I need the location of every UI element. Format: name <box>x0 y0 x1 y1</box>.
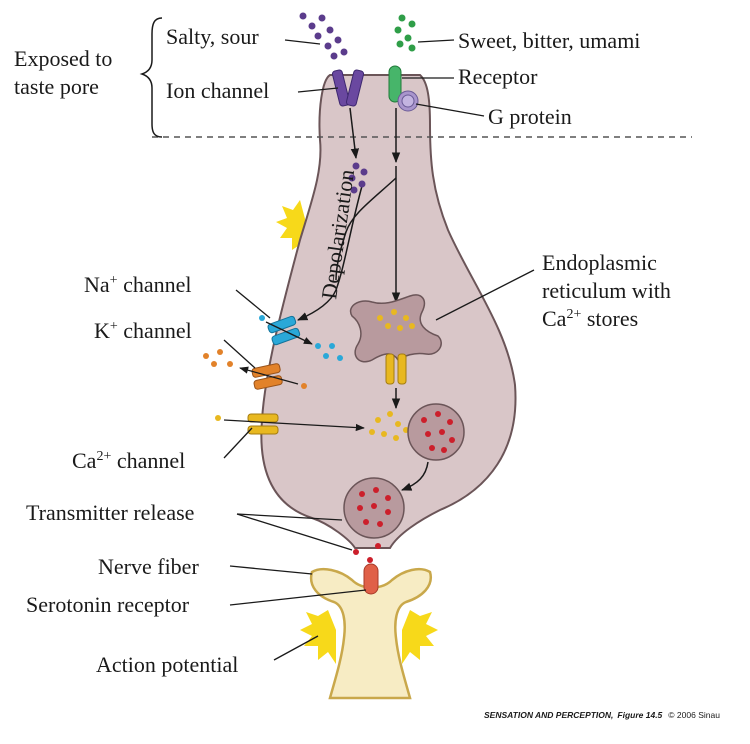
receptor-label: Receptor <box>458 64 538 89</box>
ca-channel-label: Ca2+ channel <box>72 448 185 473</box>
salty-sour-particles <box>299 12 348 60</box>
leader-lines <box>223 39 535 661</box>
nerve-fiber-label: Nerve fiber <box>98 554 199 579</box>
transmitter-release-label: Transmitter release <box>26 500 194 525</box>
g-protein-label: G protein <box>488 104 572 129</box>
ca-particle-outside <box>215 415 221 421</box>
salty-sour-label: Salty, sour <box>166 24 259 49</box>
receptor-shape <box>388 65 402 103</box>
er-label-line2: reticulum with <box>542 278 671 303</box>
ion-channel-shape <box>331 69 365 107</box>
ca-channel-shape <box>247 413 279 435</box>
er-calcium-channel-shape <box>385 353 407 385</box>
g-protein-shape <box>397 90 419 112</box>
er-label-line3: Ca2+ stores <box>542 306 638 331</box>
na-channel-label: Na+ channel <box>84 272 191 297</box>
vesicle-upper <box>407 403 465 461</box>
action-potential-spark-icon <box>300 610 438 664</box>
ca-flow-arrow <box>223 419 365 432</box>
k-flow-arrow <box>239 366 299 385</box>
figure-credit: SENSATION AND PERCEPTION,Figure 14.5© 20… <box>484 710 720 720</box>
na-channel-shape <box>267 315 301 346</box>
pathway-arrows <box>297 107 429 491</box>
sweet-bitter-umami-particles <box>394 14 416 52</box>
k-channel-label: K+ channel <box>94 318 192 343</box>
serotonin-receptor-shape <box>363 563 379 595</box>
er-calcium-particles <box>377 309 415 331</box>
ion-particles-inside <box>348 162 368 194</box>
endoplasmic-reticulum-shape <box>349 294 442 363</box>
action-potential-label: Action potential <box>96 652 238 677</box>
exposed-label-line2: taste pore <box>14 74 99 99</box>
sweet-bitter-umami-label: Sweet, bitter, umami <box>458 28 640 53</box>
serotonin-receptor-label: Serotonin receptor <box>26 592 190 617</box>
exposed-label-line1: Exposed to <box>14 46 112 71</box>
er-label-line1: Endoplasmic <box>542 250 657 275</box>
exposed-brace <box>139 17 163 138</box>
released-transmitter <box>353 543 381 563</box>
k-particles <box>203 349 307 389</box>
na-particles <box>259 315 343 361</box>
vesicle-fusing <box>343 477 405 539</box>
na-flow-arrow <box>265 321 313 345</box>
ion-channel-label: Ion channel <box>166 78 269 103</box>
